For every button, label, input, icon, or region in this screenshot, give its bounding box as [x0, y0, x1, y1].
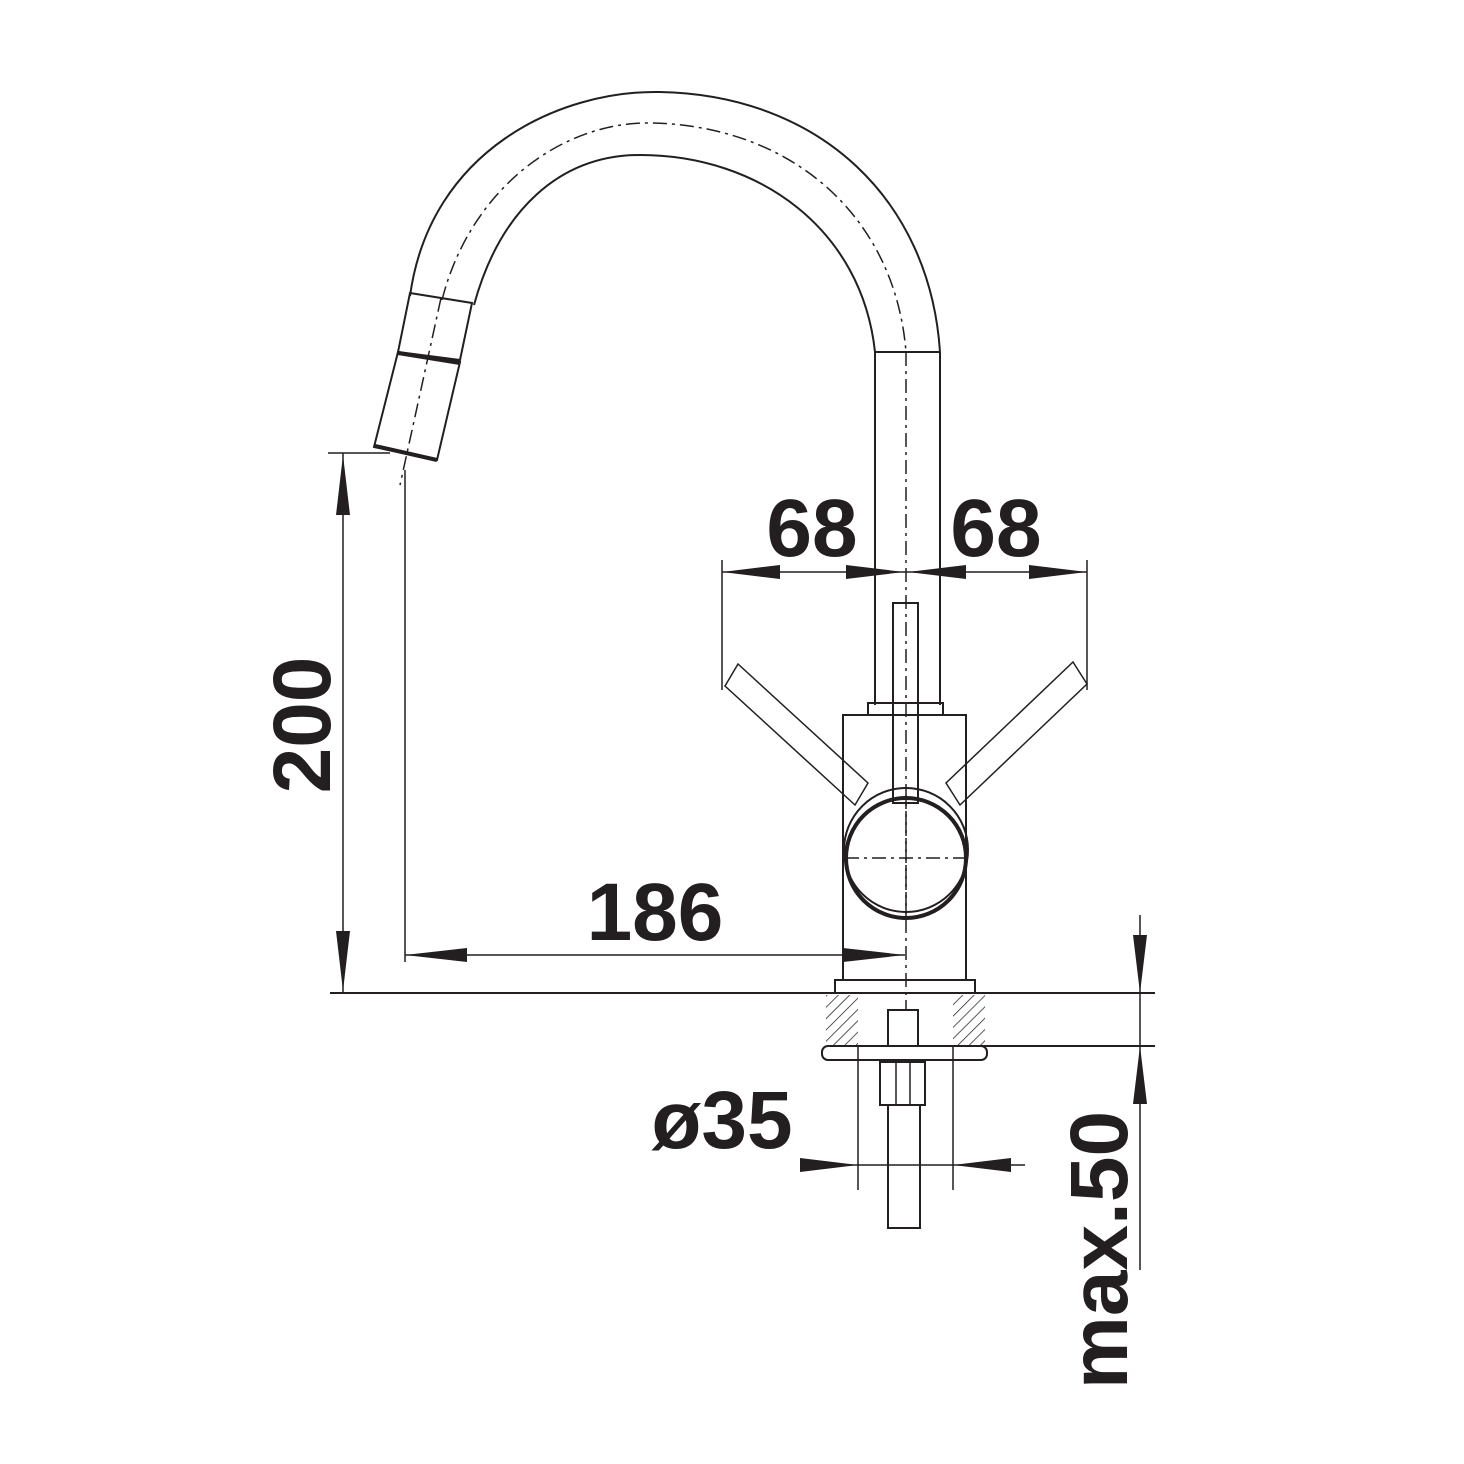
lever-left: [724, 662, 869, 807]
dimension-lever-span: 68 68: [721, 483, 1088, 690]
dimension-max-thickness: max.50: [1054, 915, 1147, 1389]
dimension-label-spout-reach: 186: [587, 867, 724, 958]
lever-hub: [843, 787, 969, 920]
dimension-label-shank-diameter: ø35: [651, 1075, 792, 1166]
dimension-label-lever-right: 68: [950, 483, 1041, 574]
dimension-spout-reach: 186: [404, 470, 905, 962]
riser-pipe: [874, 352, 941, 1010]
dimension-shank-diameter: ø35: [651, 1046, 1025, 1190]
lever-right: [945, 660, 1088, 807]
dimension-label-max-thickness: max.50: [1054, 1111, 1145, 1389]
mounting-hardware: [821, 995, 988, 1229]
dimension-spout-height: 200: [257, 452, 390, 993]
dimension-label-spout-height: 200: [257, 657, 348, 794]
spout-nozzle: [372, 291, 474, 486]
spout: [409, 90, 941, 353]
dimension-label-lever-left: 68: [766, 483, 857, 574]
